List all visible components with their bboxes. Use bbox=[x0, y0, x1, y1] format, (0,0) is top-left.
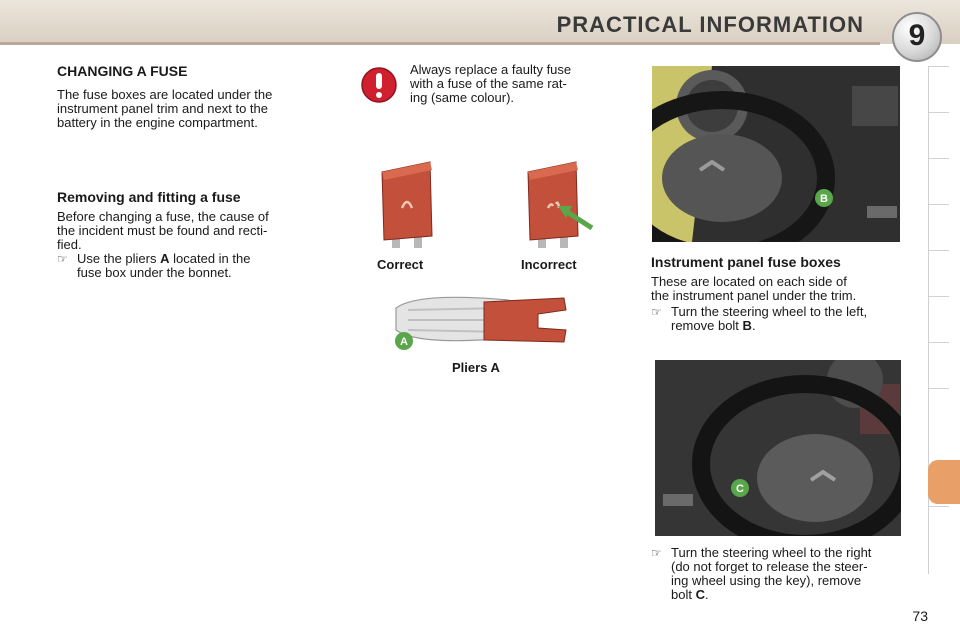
warning-line: with a fuse of the same rat- bbox=[410, 76, 567, 91]
bullet-bold: C bbox=[695, 587, 705, 602]
intro-line: instrument panel trim and next to the bbox=[57, 101, 269, 116]
chapter-tab[interactable] bbox=[929, 388, 949, 434]
section-heading: CHANGING A FUSE bbox=[57, 63, 188, 79]
exclamation-icon bbox=[361, 67, 397, 103]
intro-text: The fuse boxes are located under the ins… bbox=[57, 88, 272, 130]
fuse-incorrect-illustration bbox=[527, 161, 594, 248]
header-rule bbox=[0, 42, 880, 45]
bullet-text: bolt bbox=[671, 587, 692, 602]
bullet-text: . bbox=[751, 318, 756, 333]
chapter-tab[interactable] bbox=[929, 204, 949, 250]
bullet-text: located in the bbox=[173, 251, 251, 266]
page-title: PRACTICAL INFORMATION bbox=[556, 12, 864, 37]
body-line: the instrument panel under the trim. bbox=[651, 288, 857, 303]
bullet-line: ing wheel using the key), remove bbox=[671, 573, 862, 588]
chapter-tab[interactable] bbox=[929, 506, 949, 552]
finger-pointer-icon: ☞ bbox=[57, 252, 68, 266]
bullet-bold: A bbox=[160, 251, 170, 266]
bullet-text: Use the pliers bbox=[77, 251, 157, 266]
warning-line: ing (same colour). bbox=[410, 90, 515, 105]
bolt-b-bullet: ☞ Turn the steering wheel to the left, r… bbox=[651, 304, 868, 333]
pliers-marker: A bbox=[400, 336, 408, 348]
body-line: Before changing a fuse, the cause of bbox=[57, 209, 269, 224]
warning-line: Always replace a faulty fuse bbox=[410, 62, 572, 77]
intro-line: The fuse boxes are located under the bbox=[57, 87, 273, 102]
chapter-tab-active[interactable] bbox=[928, 460, 960, 504]
marker-c: C bbox=[736, 483, 744, 495]
instrument-panel-text: These are located on each side of the in… bbox=[651, 275, 856, 303]
chapter-tab[interactable] bbox=[929, 112, 949, 158]
page-number: 73 bbox=[912, 608, 928, 624]
page-header bbox=[0, 0, 960, 44]
subsection-heading: Removing and fitting a fuse bbox=[57, 189, 241, 205]
finger-pointer-icon: ☞ bbox=[651, 305, 662, 319]
steering-wheel-photo-left: B bbox=[652, 66, 900, 242]
chapter-tab[interactable] bbox=[929, 158, 949, 204]
body-line: fied. bbox=[57, 237, 82, 252]
pliers-bullet: ☞ Use the pliers A located in the fuse b… bbox=[57, 251, 251, 280]
bullet-line: Turn the steering wheel to the left, bbox=[671, 304, 868, 319]
steering-wheel-photo-right: C bbox=[655, 360, 901, 536]
pliers-illustration: A bbox=[395, 296, 567, 350]
bullet-bold: B bbox=[742, 318, 752, 333]
chapter-tab[interactable] bbox=[929, 296, 949, 342]
chapter-tab[interactable] bbox=[929, 66, 949, 112]
marker-b: B bbox=[820, 193, 828, 205]
chapter-tab[interactable] bbox=[929, 342, 949, 388]
bullet-line: (do not forget to release the steer- bbox=[671, 559, 868, 574]
bullet-text: remove bolt bbox=[671, 318, 739, 333]
body-line: the incident must be found and recti- bbox=[57, 223, 268, 238]
finger-pointer-icon: ☞ bbox=[651, 546, 662, 560]
chapter-badge: 9 bbox=[892, 12, 942, 62]
pliers-label: Pliers A bbox=[452, 360, 500, 375]
chapter-tab-strip bbox=[928, 66, 949, 574]
removal-text: Before changing a fuse, the cause of the… bbox=[57, 210, 269, 252]
bullet-line2: fuse box under the bonnet. bbox=[77, 265, 232, 280]
chapter-tab[interactable] bbox=[929, 250, 949, 296]
bullet-line: Turn the steering wheel to the right bbox=[671, 545, 872, 560]
bolt-c-bullet: ☞ Turn the steering wheel to the right (… bbox=[651, 545, 872, 602]
warning-text: Always replace a faulty fuse with a fuse… bbox=[410, 63, 571, 105]
fuse-incorrect-label: Incorrect bbox=[521, 257, 577, 272]
fuse-correct-illustration bbox=[381, 161, 433, 248]
instrument-panel-heading: Instrument panel fuse boxes bbox=[651, 254, 841, 270]
fuse-correct-label: Correct bbox=[377, 257, 424, 272]
body-line: These are located on each side of bbox=[651, 274, 847, 289]
bullet-text: . bbox=[704, 587, 709, 602]
intro-line: battery in the engine compartment. bbox=[57, 115, 258, 130]
